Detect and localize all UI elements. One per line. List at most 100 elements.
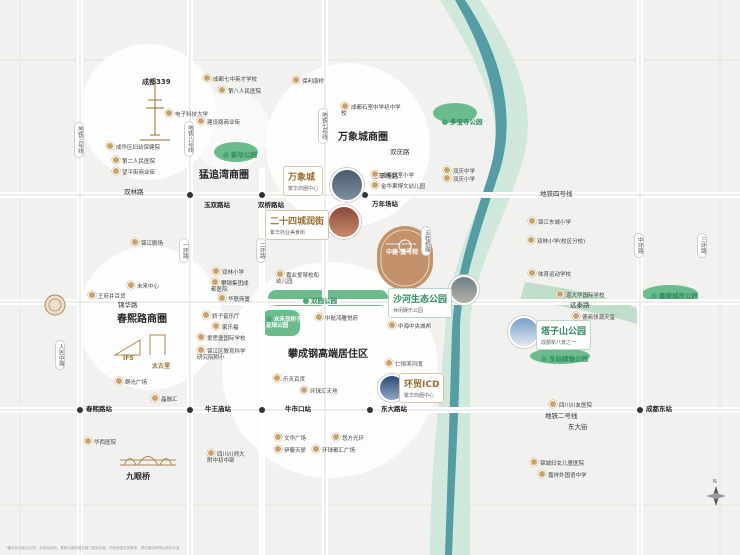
tag-line2: 地铁二号线: [545, 412, 578, 420]
callout-subtitle: 繁华商圈中心: [404, 393, 435, 399]
callout-title: 环贸ICD: [404, 380, 440, 390]
ershisi-photo: [327, 205, 361, 239]
compass-icon: [706, 486, 726, 506]
tag-renmin: 人民中路: [55, 340, 65, 370]
landmark-logo-icon: [44, 294, 66, 316]
district-wanxiang: 万象城商圈: [338, 132, 388, 143]
poi: 四川川友医院: [549, 400, 592, 410]
district-chunxi: 春熙路商圈: [117, 314, 167, 325]
bridge-icon: [120, 456, 176, 466]
road-dongdajie: 东大街: [568, 423, 588, 431]
callout-subtitle: 繁华商业美食街: [270, 230, 306, 236]
river-bank: [430, 0, 528, 555]
poi: 电子科技大学: [165, 109, 208, 119]
callout-subtitle: 休闲娱乐公园: [393, 308, 424, 314]
compass-label: N: [713, 479, 717, 485]
poi: 体育运动学校: [528, 269, 571, 279]
poi: 四川川师大附中初中部: [207, 449, 247, 465]
road-shuangqing: 双庆路: [390, 148, 410, 156]
sha-river: [445, 0, 507, 555]
landmark-339: 成都339: [142, 78, 171, 86]
poi: 锦江剧场: [131, 238, 163, 248]
callout-ershisi[interactable]: 二十四城润街 繁华商业美食街: [265, 210, 330, 240]
poi: 攀钢集团成都医院: [211, 278, 251, 294]
tag-wuguiqiao: 五桂桥路: [421, 226, 431, 256]
poi: 环球汇天地: [300, 386, 338, 396]
poi: 双林小学(校区分校): [527, 236, 585, 246]
poi: 文华广场: [274, 433, 306, 443]
callout-tazishan-park[interactable]: 塔子山公园 成都新八景之一: [536, 320, 592, 350]
poi: 中航鸿雁悦府: [315, 313, 358, 323]
poi: 乐天百货: [273, 374, 305, 384]
tag-line3: 地铁三号线: [74, 122, 84, 158]
poi: 中海中央城邦: [388, 321, 431, 331]
poi: 爱思堡国际学校: [197, 333, 246, 343]
tower-339-icon: [140, 80, 170, 141]
callout-title: 沙河生态公园: [393, 295, 448, 305]
poi: 华西医院: [84, 437, 116, 447]
callout-title: 万象城: [288, 173, 316, 183]
callout-wanxiangcheng[interactable]: 万象城 繁华商圈中心: [283, 166, 324, 196]
park-nahe: 嘉陵城市公园: [651, 290, 698, 300]
poi: 华联商厦: [218, 294, 250, 304]
poi: 娇子音乐厅: [202, 311, 240, 321]
poi: 双庆小学: [443, 174, 475, 184]
tag-line4: 地铁四号线: [540, 190, 573, 198]
station-wannianchang: 万年场站: [372, 200, 398, 208]
ifs-icon: [113, 334, 166, 356]
tag-r2: 二环路: [256, 238, 266, 263]
park-xinhua: 新华公园: [223, 149, 257, 159]
callout-title: 塔子山公园: [541, 327, 587, 337]
station-yushuang: 玉双路站: [204, 201, 230, 209]
poi: 悠方光环: [332, 433, 364, 443]
landmark-ifs: IFS: [123, 355, 134, 362]
callout-subtitle: 繁华商圈中心: [288, 186, 319, 192]
poi: 道大华国际学校: [556, 290, 605, 300]
poi: 第八人民医院: [218, 86, 261, 96]
tag-yuanyun: 远泰路: [570, 301, 590, 309]
tag-line8: 地铁八号线: [184, 121, 194, 157]
poi: 群光广场: [115, 377, 147, 387]
poi: 成都石室小学: [371, 170, 414, 180]
landmark-taiguli: 太古里: [152, 363, 171, 370]
poi: 德商领潮天玺: [572, 312, 615, 322]
road-jinhua: 锦华路: [118, 301, 138, 309]
poi: 第二人民医院: [112, 156, 155, 166]
tag-zhonghuan: 中环路: [634, 233, 644, 258]
poi: 家乐福: [212, 322, 239, 332]
callout-subtitle: 成都新八景之一: [541, 340, 577, 346]
station-chunxilu: 春熙路站: [86, 405, 112, 413]
poi: 锦城妇女儿童医院: [530, 458, 584, 468]
poi: 环球都汇广场: [312, 445, 355, 455]
station-niushikou: 牛市口站: [285, 405, 311, 413]
road-shuanglin: 双林路: [124, 188, 144, 196]
district-panchenggang: 攀成钢高端居住区: [288, 349, 368, 360]
project-marker: [377, 226, 433, 290]
callout-shahe-park[interactable]: 沙河生态公园 休闲娱乐公园: [388, 288, 453, 318]
park-duobaosi: 多宝寺公园: [442, 116, 483, 126]
tag-line7: 地铁七号线: [318, 108, 328, 144]
poi: 伊藤天骄: [274, 445, 306, 455]
poi: 未来中心: [127, 281, 159, 291]
poi: 锦江区教育科学研究院附小: [197, 346, 249, 362]
poi: 成华区妇幼保健院: [106, 142, 160, 152]
poi: 仁恒滨河湾: [385, 359, 423, 369]
station-dongdalu: 东大路站: [381, 405, 407, 413]
poi: 王府井百货: [88, 291, 126, 301]
tag-r1: 一环路: [179, 238, 189, 263]
station-niuwangmiao: 牛王庙站: [205, 405, 231, 413]
station-shuangqiao: 双桥路站: [258, 201, 284, 209]
project-sub: ORIENTAL MANSION: [386, 242, 417, 246]
poi: 保利康桥: [292, 76, 324, 86]
poi: 嘉业爱琴校和幼儿园: [276, 270, 324, 286]
tag-r3: 三环路: [697, 233, 707, 258]
wanxiangcheng-photo: [330, 168, 364, 202]
disclaimer: *图示仅为区位示意，非实际比例，具体以政府相关部门规划为准，所有信息仅供参考，项…: [6, 546, 180, 550]
district-circle-wanxiang: [266, 63, 430, 227]
poi: 晶融汇: [151, 394, 178, 404]
callout-huanmao[interactable]: 环贸ICD 繁华商圈中心: [399, 373, 445, 403]
poi: 金华果博文幼儿园: [371, 181, 425, 191]
park-zhongguo: 众禾双桥子足球公园: [266, 317, 302, 330]
